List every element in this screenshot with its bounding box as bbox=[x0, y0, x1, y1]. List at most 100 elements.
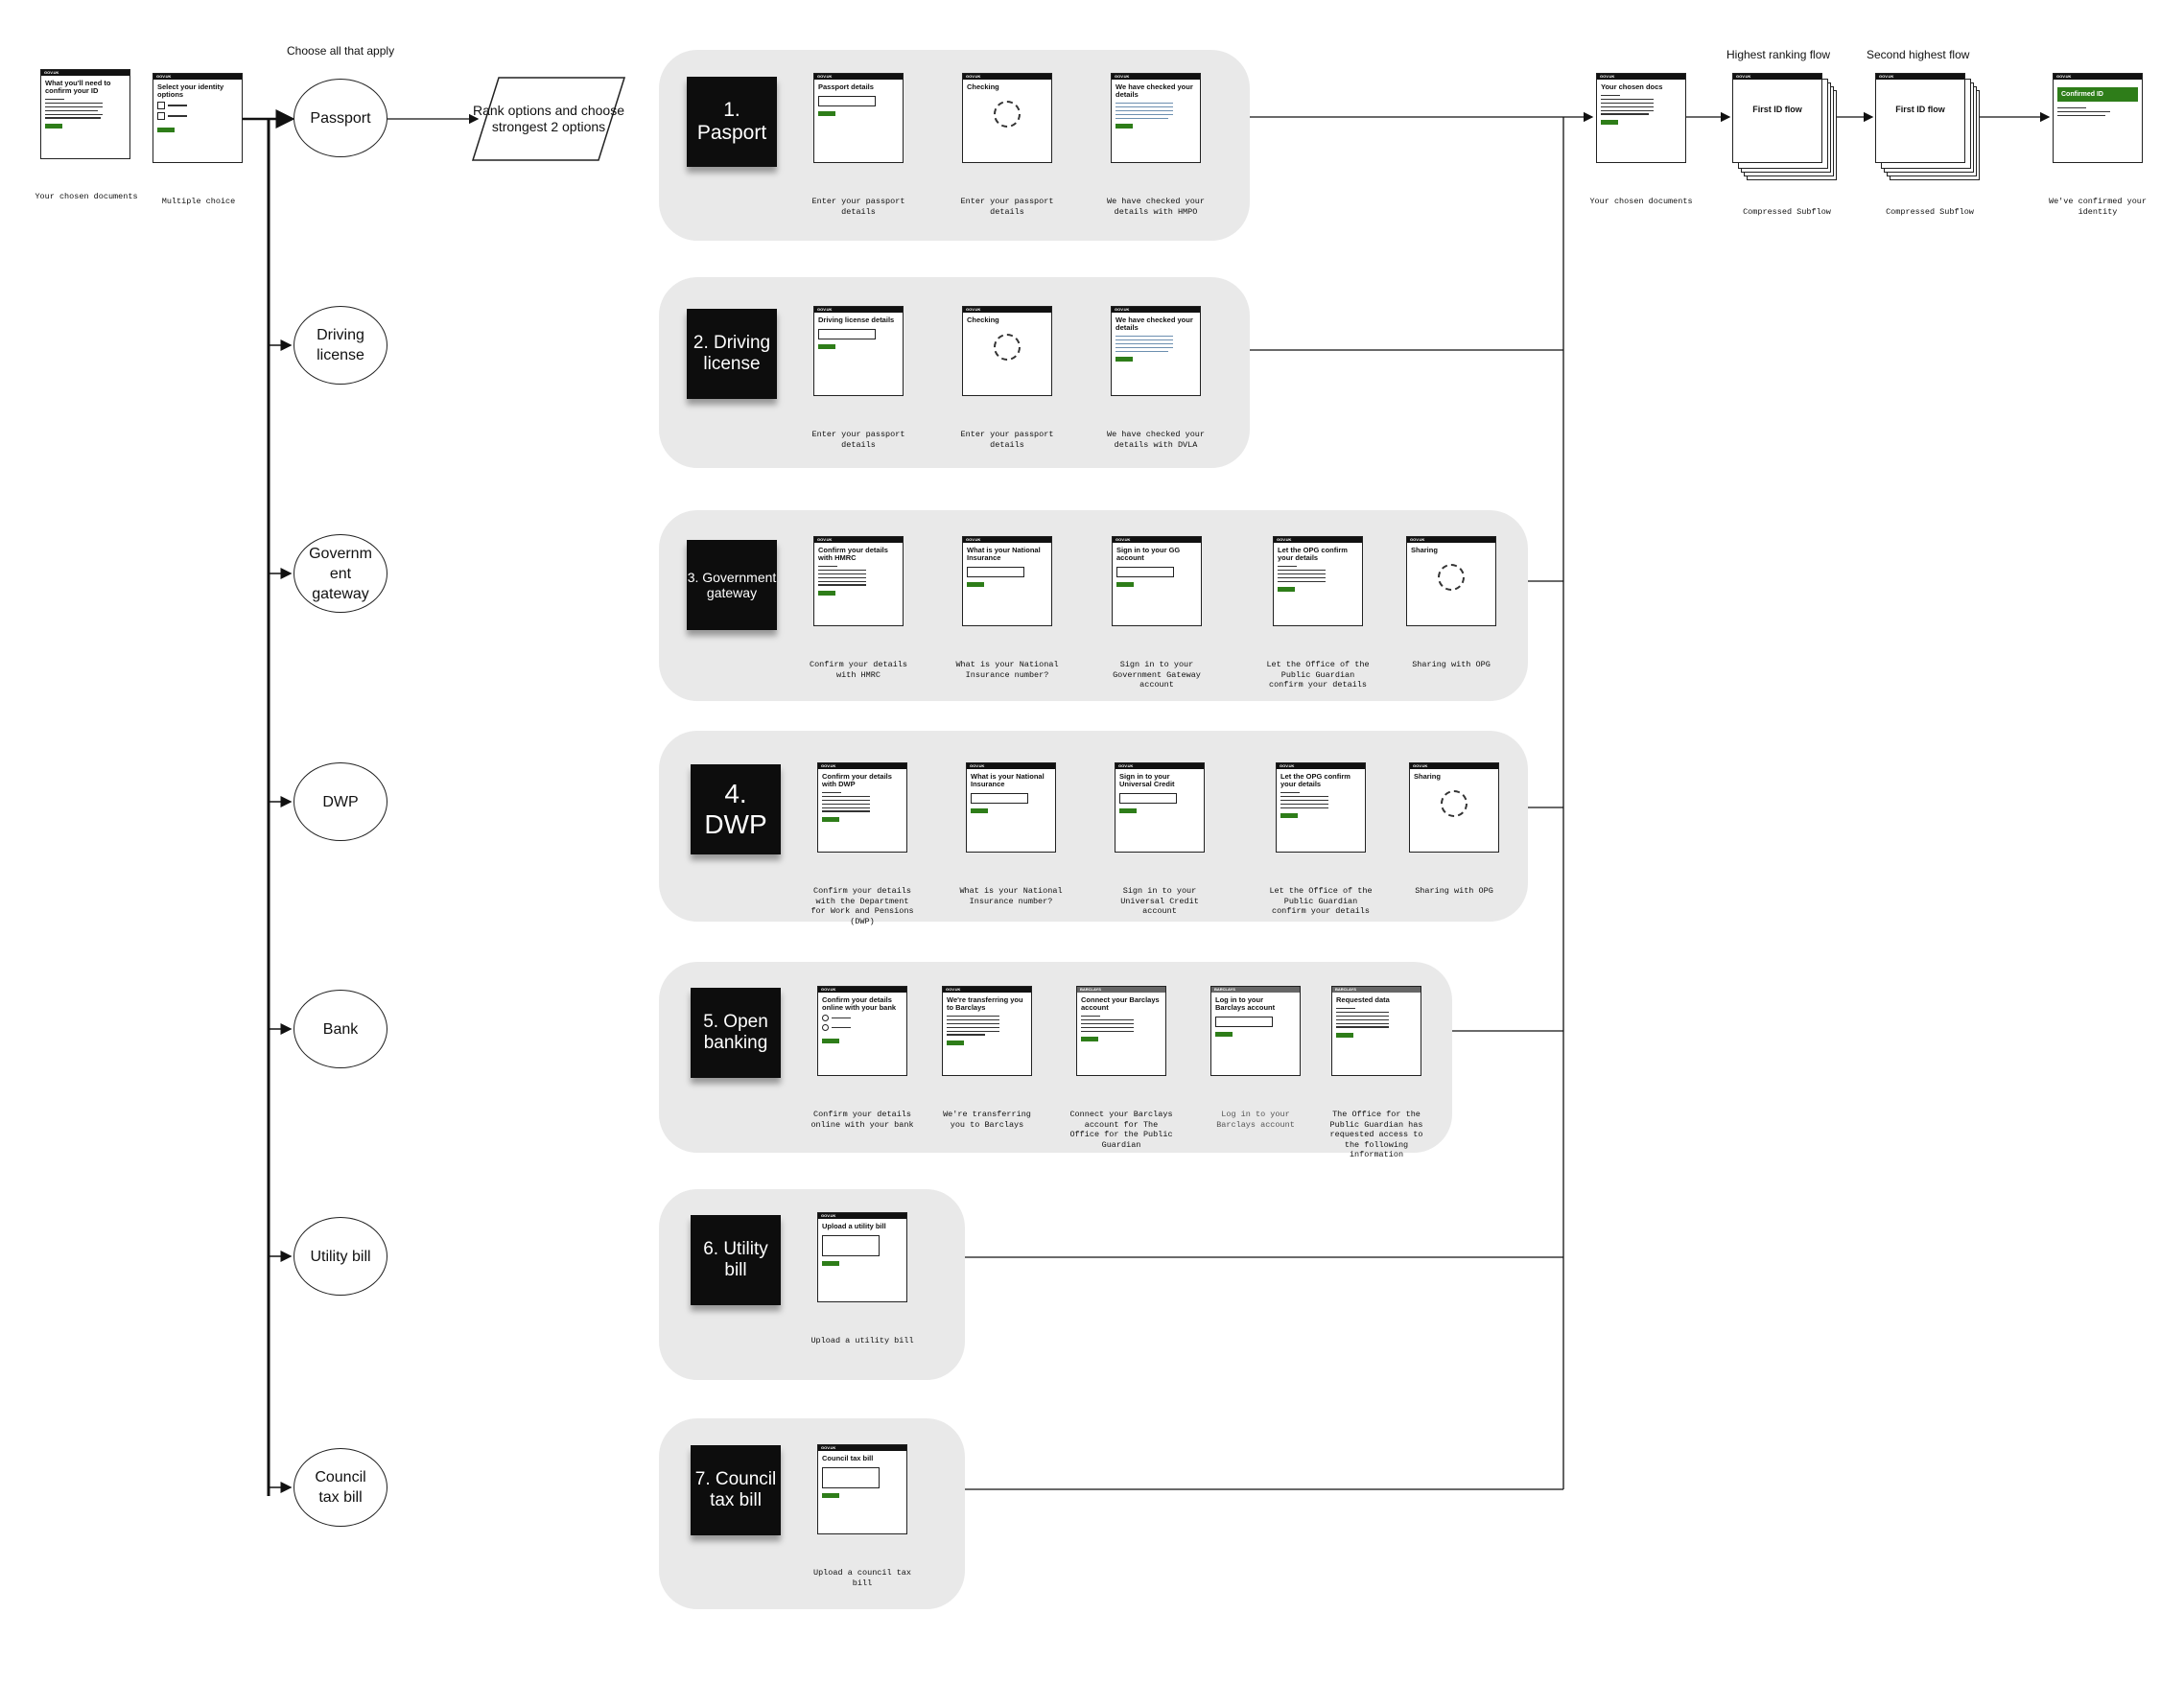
screen-title: Checking bbox=[967, 316, 999, 324]
screen-select-options[interactable]: GOV.UK Select your identity options bbox=[153, 73, 243, 163]
screen-driving-license-details[interactable]: GOV.UK Driving license details bbox=[813, 306, 904, 396]
caption: Upload a utility bill bbox=[810, 1336, 914, 1345]
screen-national-insurance[interactable]: GOV.UK What is your National Insurance bbox=[962, 536, 1052, 626]
caption: Compressed Subflow bbox=[1886, 207, 1974, 217]
caption: Connect your Barclays account for The Of… bbox=[1069, 1110, 1173, 1150]
caption: Sign in to your Government Gateway accou… bbox=[1113, 660, 1201, 690]
continue-button bbox=[1336, 1032, 1353, 1038]
second-highest-label: Second highest flow bbox=[1867, 48, 1970, 61]
screen-gg-sign-in[interactable]: GOV.UK Sign in to your GG account bbox=[1112, 536, 1202, 626]
screen-title: Let the OPG confirm your details bbox=[1280, 772, 1350, 788]
continue-button bbox=[822, 1039, 839, 1043]
continue-button bbox=[1215, 1032, 1233, 1037]
screen-chosen-docs[interactable]: GOV.UK Your chosen docs bbox=[1596, 73, 1686, 163]
option-government-gateway: Governm ent gateway bbox=[294, 534, 387, 613]
screen-national-insurance[interactable]: GOV.UK What is your National Insurance bbox=[966, 762, 1056, 853]
option-bank: Bank bbox=[294, 990, 387, 1068]
screen-title: Connect your Barclays account bbox=[1081, 995, 1160, 1012]
sticky-note-7: 7. Council tax bill bbox=[691, 1445, 781, 1535]
screen-checking[interactable]: GOV.UK Checking bbox=[962, 306, 1052, 396]
continue-button bbox=[947, 1040, 964, 1045]
continue-button bbox=[1115, 356, 1133, 362]
continue-button bbox=[971, 808, 988, 813]
screen-checked-details[interactable]: GOV.UK We have checked your details bbox=[1111, 306, 1201, 396]
text-input bbox=[818, 329, 876, 339]
screen-title: Sign in to your Universal Credit bbox=[1119, 772, 1175, 788]
caption: Let the Office of the Public Guardian co… bbox=[1269, 886, 1373, 916]
screen-confirm-hmrc[interactable]: GOV.UK Confirm your details with HMRC bbox=[813, 536, 904, 626]
panel-dwp-flow bbox=[659, 731, 1528, 922]
highest-ranking-label: Highest ranking flow bbox=[1726, 48, 1831, 61]
caption: What is your National Insurance number? bbox=[959, 886, 1063, 906]
screen-sharing[interactable]: GOV.UK Sharing bbox=[1406, 536, 1496, 626]
caption: Compressed Subflow bbox=[1743, 207, 1831, 217]
confirmed-panel: Confirmed ID bbox=[2057, 87, 2138, 102]
panel-government-gateway-flow bbox=[659, 510, 1528, 701]
screen-upload-utility-bill[interactable]: GOV.UK Upload a utility bill bbox=[817, 1212, 907, 1302]
panel-open-banking-flow bbox=[659, 962, 1452, 1153]
caption: Let the Office of the Public Guardian co… bbox=[1266, 660, 1370, 690]
text-input bbox=[1116, 567, 1174, 577]
option-council-tax-bill: Council tax bill bbox=[294, 1448, 387, 1527]
screen-requested-data[interactable]: BARCLAYS Requested data bbox=[1331, 986, 1421, 1076]
checkbox-option bbox=[157, 102, 242, 109]
screen-passport-details[interactable]: GOV.UK Passport details bbox=[813, 73, 904, 163]
screen-opg-confirm[interactable]: GOV.UK Let the OPG confirm your details bbox=[1276, 762, 1366, 853]
screen-title: Upload a utility bill bbox=[822, 1222, 886, 1230]
continue-button bbox=[45, 123, 62, 129]
caption: Upload a council tax bill bbox=[812, 1568, 912, 1588]
screen-council-tax-bill[interactable]: GOV.UK Council tax bill bbox=[817, 1444, 907, 1534]
sticky-note-5: 5. Open banking bbox=[691, 988, 781, 1078]
screen-title: Driving license details bbox=[818, 316, 895, 324]
caption: What is your National Insurance number? bbox=[955, 660, 1059, 680]
sticky-note-4: 4. DWP bbox=[691, 764, 781, 854]
screen-barclays-login[interactable]: BARCLAYS Log in to your Barclays account bbox=[1210, 986, 1301, 1076]
screen-title: We have checked your details bbox=[1115, 316, 1193, 332]
loading-spinner-icon bbox=[1441, 790, 1468, 817]
screen-universal-credit-sign-in[interactable]: GOV.UK Sign in to your Universal Credit bbox=[1115, 762, 1205, 853]
continue-button bbox=[818, 590, 835, 596]
screen-confirm-id[interactable]: GOV.UK What you'll need to confirm your … bbox=[40, 69, 130, 159]
screen-transferring[interactable]: GOV.UK We're transferring you to Barclay… bbox=[942, 986, 1032, 1076]
screen-connect-barclays[interactable]: BARCLAYS Connect your Barclays account bbox=[1076, 986, 1166, 1076]
caption: The Office for the Public Guardian has r… bbox=[1329, 1110, 1423, 1159]
continue-button bbox=[818, 111, 835, 116]
option-passport: Passport bbox=[294, 79, 387, 157]
loading-spinner-icon bbox=[994, 334, 1021, 361]
caption: Multiple choice bbox=[161, 197, 236, 206]
continue-button bbox=[822, 1493, 839, 1498]
text-input bbox=[967, 567, 1024, 577]
text-input bbox=[1215, 1017, 1273, 1027]
caption: We've confirmed your identity bbox=[2048, 197, 2148, 217]
screen-title: We're transferring you to Barclays bbox=[947, 995, 1023, 1012]
rank-options-box: Rank options and choose strongest 2 opti… bbox=[471, 77, 626, 161]
screen-first-id-flow: GOV.UK First ID flow bbox=[1732, 73, 1822, 163]
sticky-note-1: 1. Pasport bbox=[687, 77, 777, 167]
screen-checking[interactable]: GOV.UK Checking bbox=[962, 73, 1052, 163]
screen-first-id-flow: GOV.UK First ID flow bbox=[1875, 73, 1965, 163]
caption: Your chosen documents bbox=[35, 192, 138, 201]
screen-title: First ID flow bbox=[1895, 105, 1945, 114]
screen-title: Select your identity options bbox=[157, 82, 224, 99]
screen-sharing[interactable]: GOV.UK Sharing bbox=[1409, 762, 1499, 853]
option-dwp: DWP bbox=[294, 762, 387, 841]
parallelogram-shape bbox=[471, 77, 626, 161]
screen-title: Passport details bbox=[818, 82, 874, 91]
screen-confirmed-id[interactable]: GOV.UK Confirmed ID bbox=[2053, 73, 2143, 163]
screen-confirm-dwp[interactable]: GOV.UK Confirm your details with DWP bbox=[817, 762, 907, 853]
screen-title: What is your National Insurance bbox=[971, 772, 1045, 788]
screen-title: Let the OPG confirm your details bbox=[1278, 546, 1348, 562]
screen-title: Confirm your details online with your ba… bbox=[822, 995, 897, 1012]
screen-title: Sharing bbox=[1411, 546, 1438, 554]
caption: Log in to your Barclays account bbox=[1216, 1110, 1295, 1130]
screen-title: Log in to your Barclays account bbox=[1215, 995, 1276, 1012]
continue-button bbox=[967, 582, 984, 587]
text-input bbox=[1119, 793, 1177, 804]
option-driving-license: Driving license bbox=[294, 306, 387, 385]
caption: Sharing with OPG bbox=[1415, 886, 1493, 896]
continue-button bbox=[1116, 582, 1134, 587]
screen-title: Checking bbox=[967, 82, 999, 91]
screen-confirm-with-bank[interactable]: GOV.UK Confirm your details online with … bbox=[817, 986, 907, 1076]
screen-opg-confirm[interactable]: GOV.UK Let the OPG confirm your details bbox=[1273, 536, 1363, 626]
screen-checked-details[interactable]: GOV.UK We have checked your details bbox=[1111, 73, 1201, 163]
